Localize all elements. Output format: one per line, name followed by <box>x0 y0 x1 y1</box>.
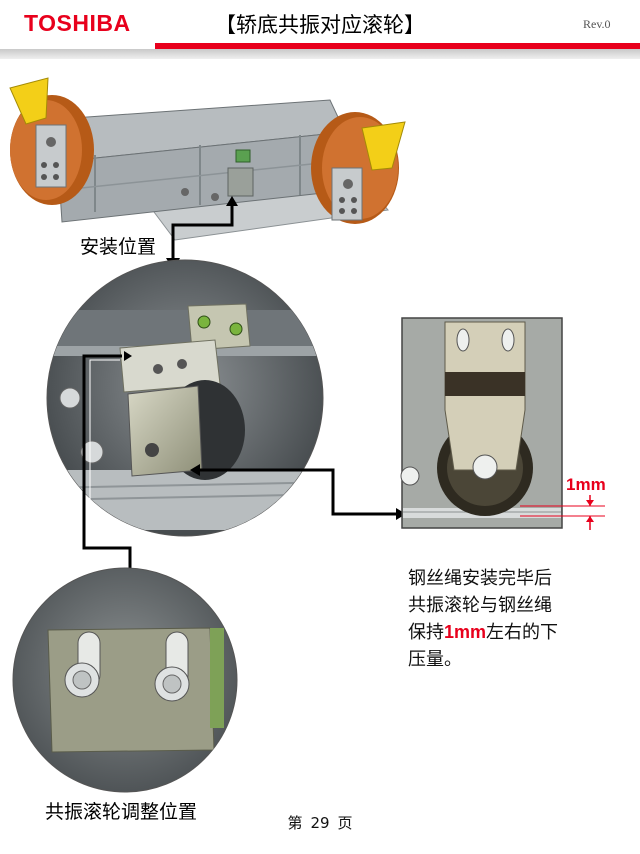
arrow-adjust <box>82 354 132 582</box>
page-title: 【轿底共振对应滚轮】 <box>215 13 425 37</box>
note-line-1: 钢丝绳安装完毕后 <box>408 568 552 589</box>
install-detail-view <box>46 259 324 537</box>
left-sheave <box>9 77 94 205</box>
note-line-3: 保持1mm左右的下 <box>408 619 608 646</box>
header-grey-bar <box>0 49 640 59</box>
note-line-3-suffix: 左右的下 <box>486 622 559 643</box>
page-suffix: 页 <box>337 814 353 832</box>
install-position-label: 安装位置 <box>80 236 157 258</box>
note-line-3-prefix: 保持 <box>408 622 444 643</box>
clearance-label: 1mm <box>566 475 606 494</box>
rope-clearance-view <box>400 317 605 530</box>
toshiba-logo: TOSHIBA <box>24 10 131 36</box>
installation-note: 钢丝绳安装完毕后 共振滚轮与钢丝绳 保持1mm左右的下 压量。 <box>408 565 608 673</box>
page-number-value: 29 <box>310 814 330 832</box>
car-bottom-assembly <box>9 77 406 241</box>
adjust-detail-view <box>12 567 238 793</box>
revision-label: Rev.0 <box>583 17 611 31</box>
right-sheave <box>311 112 406 224</box>
note-line-4: 压量。 <box>408 649 462 670</box>
page-number: 第 29 页 <box>0 812 640 833</box>
adjust-position-label: 共振滚轮调整位置 <box>45 801 198 823</box>
arrow-install <box>171 205 234 262</box>
arrow-rope <box>198 468 398 516</box>
note-line-2: 共振滚轮与钢丝绳 <box>408 595 552 616</box>
note-clearance-emphasis: 1mm <box>444 622 487 642</box>
page-prefix: 第 <box>287 814 303 832</box>
header-red-bar <box>155 43 640 49</box>
